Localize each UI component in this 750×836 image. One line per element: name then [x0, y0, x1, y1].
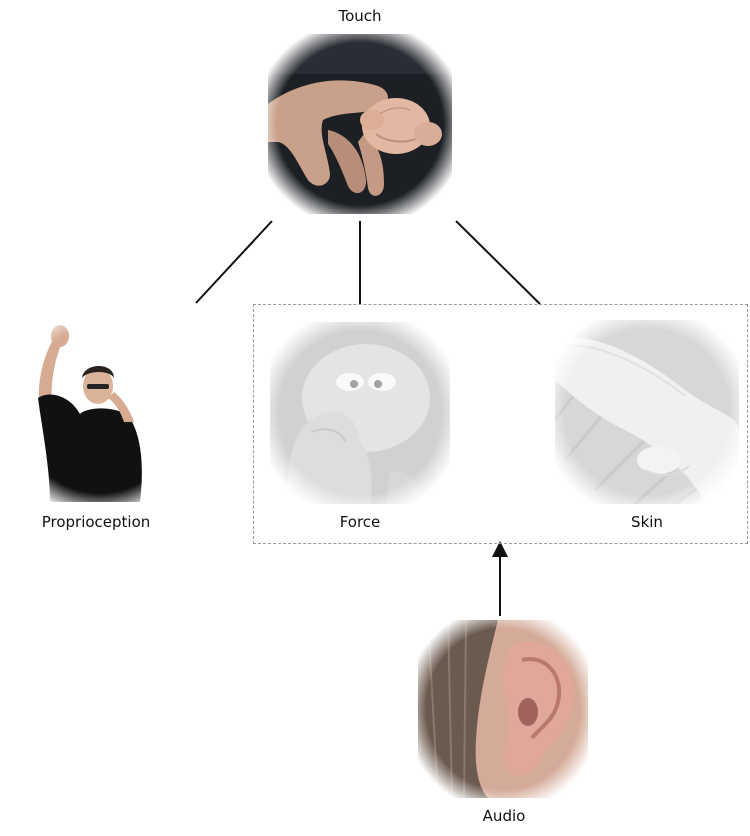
proprioception-label: Proprioception: [41, 513, 151, 531]
force-label: Force: [339, 513, 381, 531]
audio-label: Audio: [482, 807, 526, 825]
edge-touch-skin: [455, 220, 541, 305]
edge-touch-proprioception: [195, 220, 273, 304]
force-skin-group-box: [253, 304, 748, 544]
ear-photo: [418, 620, 588, 798]
skin-label: Skin: [631, 513, 663, 531]
hand-on-surface-photo: [555, 320, 739, 504]
person-touching-nose-photo: [10, 318, 190, 502]
hands-touching-photo: [268, 34, 452, 214]
squeezed-toy-photo: [270, 322, 450, 504]
touch-label: Touch: [338, 7, 382, 25]
